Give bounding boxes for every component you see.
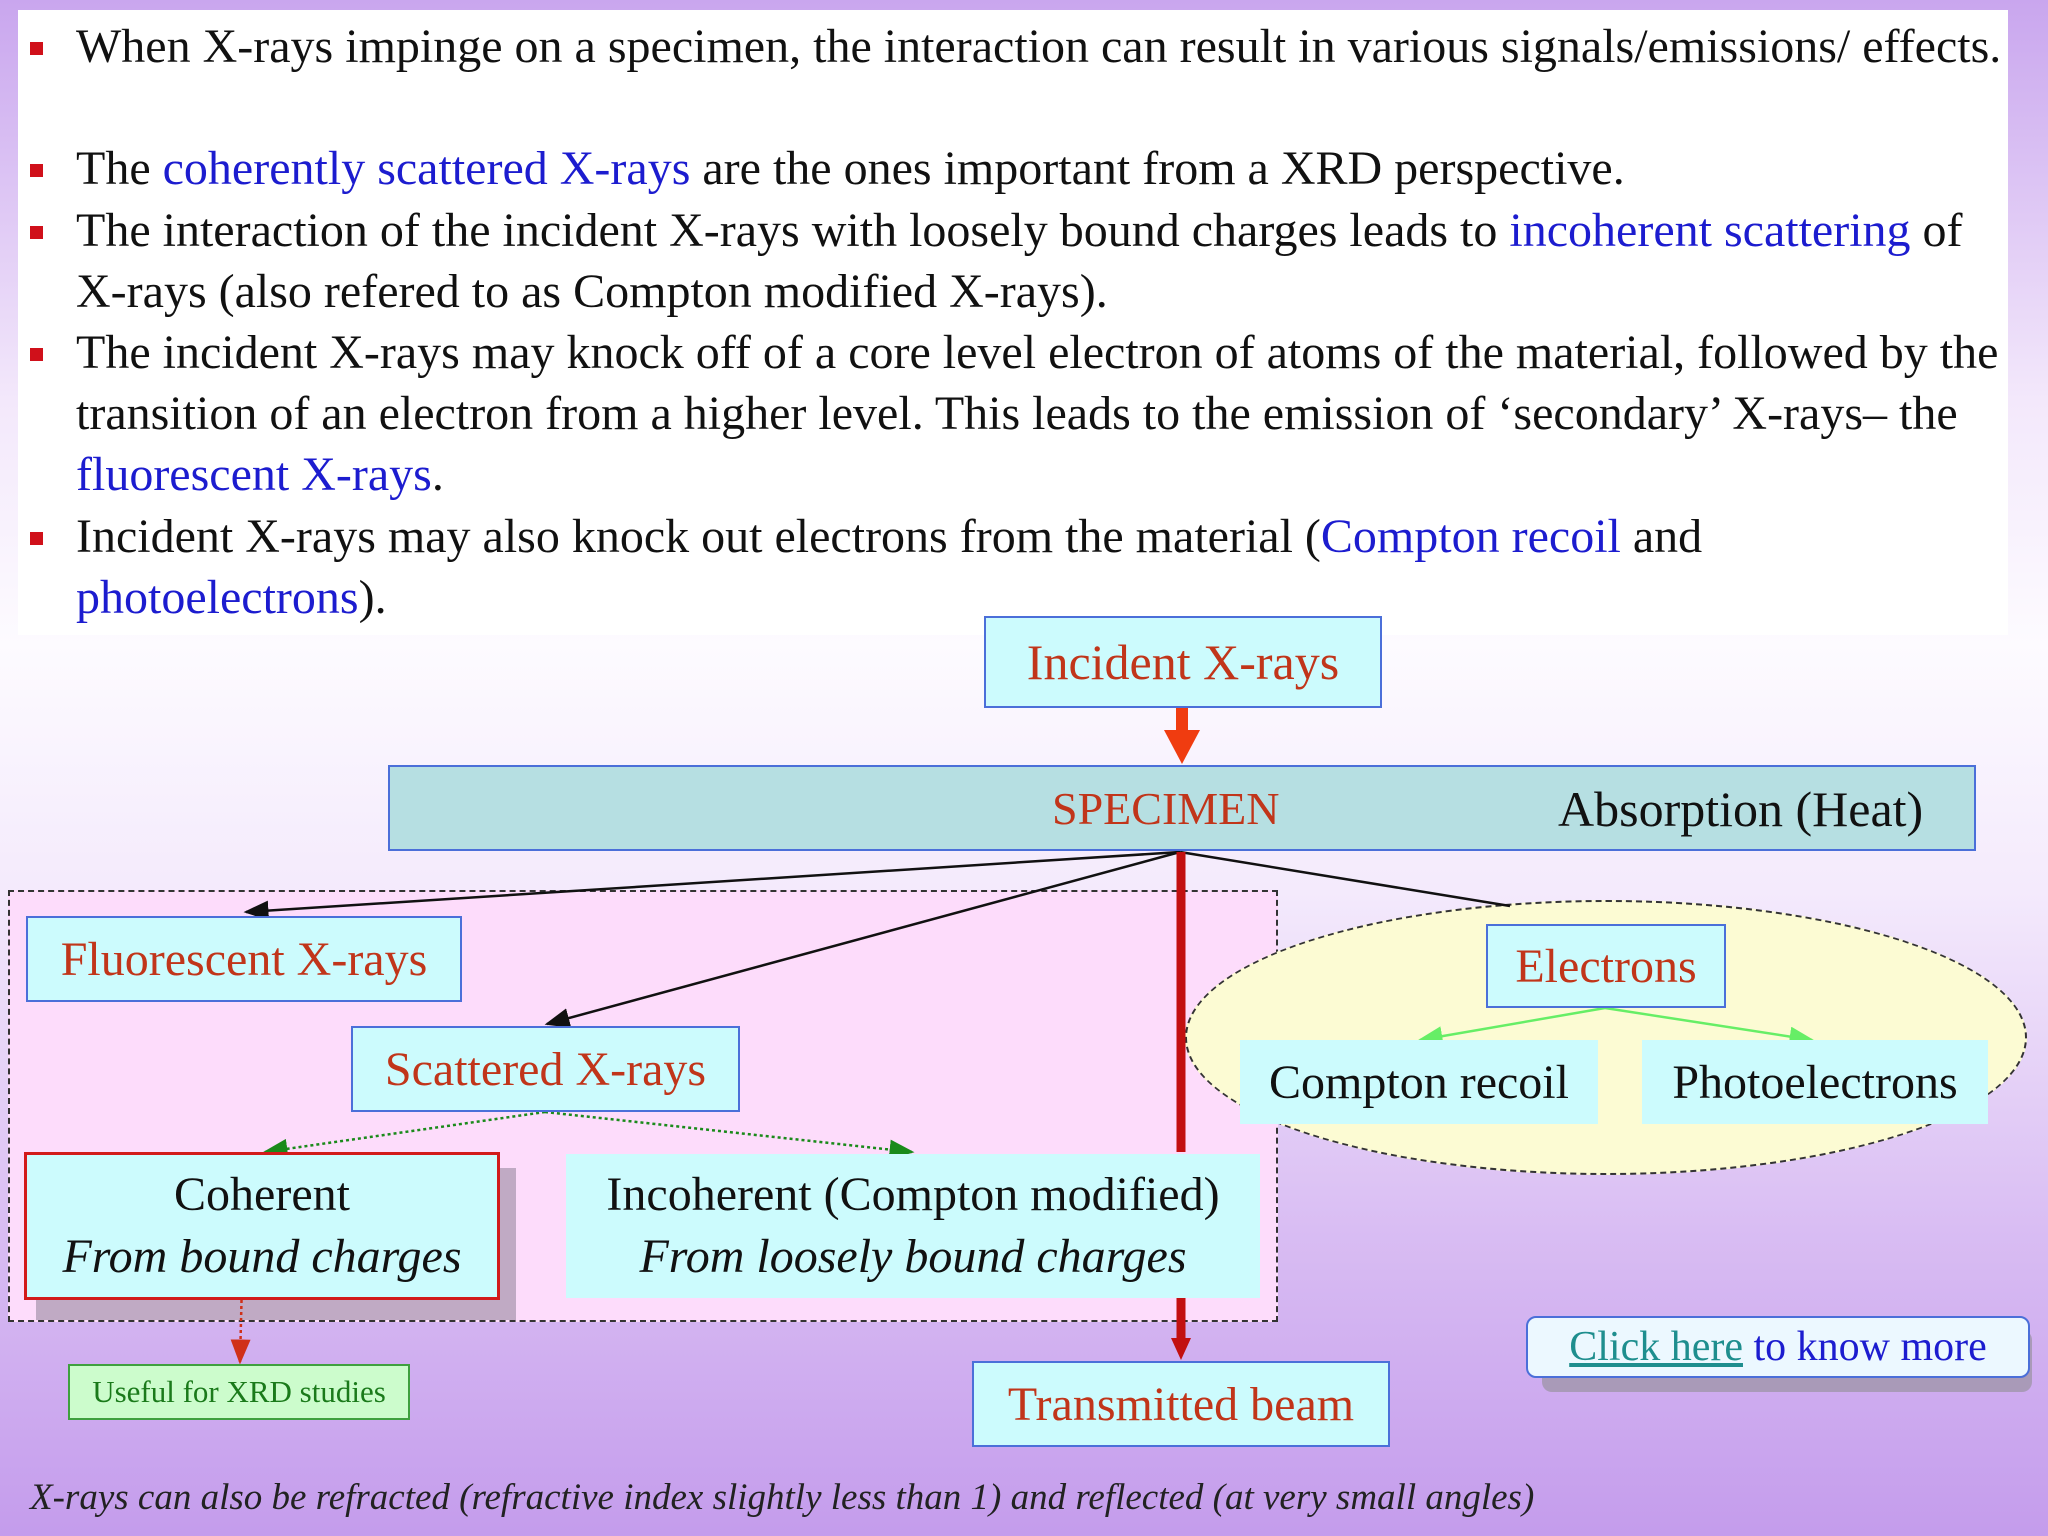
- click-here-link[interactable]: Click here: [1569, 1324, 1743, 1370]
- incoherent-box: Incoherent (Compton modified) From loose…: [566, 1154, 1260, 1298]
- compton-recoil-label: Compton recoil: [1269, 1055, 1569, 1109]
- highlighted-term: Compton recoil: [1320, 510, 1621, 563]
- arrow-to-fluorescent: [243, 850, 1181, 921]
- bullet-segment: The: [76, 142, 163, 195]
- arrow-to-coherent: [262, 1110, 546, 1159]
- bullet-text: The interaction of the incident X-rays w…: [76, 200, 2011, 322]
- compton-recoil-box: Compton recoil: [1240, 1040, 1598, 1124]
- photoelectrons-label: Photoelectrons: [1672, 1055, 1958, 1109]
- bullet-segment: and: [1620, 510, 1703, 563]
- bullet-marker: [30, 532, 43, 545]
- arrow-to-compton-recoil: [1417, 1006, 1606, 1047]
- incident-arrow-shaft: [1176, 706, 1188, 731]
- bullet-marker: [30, 164, 43, 177]
- incident-xrays-box: Incident X-rays: [984, 616, 1382, 708]
- bullet-segment: .: [431, 448, 444, 501]
- scattered-xrays-label: Scattered X-rays: [384, 1042, 707, 1096]
- coherent-box: Coherent From bound charges: [24, 1152, 500, 1300]
- bullet-segment: Incident X-rays may also knock out elect…: [76, 510, 1321, 563]
- specimen-box: [388, 765, 1976, 851]
- bullet-marker: [30, 226, 43, 239]
- fluorescent-xrays-box: Fluorescent X-rays: [26, 916, 462, 1002]
- bullet-text: The coherently scattered X-rays are the …: [76, 138, 2011, 199]
- bullet-segment: are the ones important from a XRD perspe…: [690, 142, 1625, 195]
- arrow-to-incoherent: [544, 1110, 915, 1160]
- footer-note: X-rays can also be refracted (refractive…: [30, 1477, 1535, 1518]
- incident-arrow-head: [1164, 730, 1200, 764]
- absorption-label: Absorption (Heat): [1558, 781, 1924, 837]
- coherent-subtitle: From bound charges: [62, 1230, 462, 1283]
- bullet-segment: of X-rays (also refered to as Compton mo…: [76, 204, 1963, 318]
- bullet-segment: The incident X-rays may knock off of a c…: [76, 326, 1999, 440]
- bullet-segment: ).: [358, 571, 387, 624]
- bullet-marker: [30, 348, 43, 361]
- bullet-segment: When X-rays impinge on a specimen, the i…: [76, 20, 2002, 73]
- transmitted-arrow-head: [1171, 1338, 1191, 1360]
- photoelectrons-box: Photoelectrons: [1642, 1040, 1988, 1124]
- specimen-label: SPECIMEN: [1052, 783, 1280, 834]
- transmitted-beam-box: Transmitted beam: [972, 1361, 1390, 1447]
- electrons-label: Electrons: [1515, 939, 1697, 993]
- useful-for-xrd-box: Useful for XRD studies: [68, 1364, 410, 1420]
- incoherent-subtitle: From loosely bound charges: [639, 1230, 1187, 1283]
- arrow-to-scattered: [544, 850, 1181, 1028]
- bullet-text: Incident X-rays may also knock out elect…: [76, 506, 2011, 628]
- know-more-link-box[interactable]: Click here to know more: [1526, 1316, 2030, 1378]
- transmitted-beam-label: Transmitted beam: [1007, 1377, 1355, 1431]
- highlighted-term: fluorescent X-rays: [76, 448, 432, 501]
- highlighted-term: coherently scattered X-rays: [162, 142, 691, 195]
- bullet-text: When X-rays impinge on a specimen, the i…: [76, 16, 2011, 77]
- bullet-text: The incident X-rays may knock off of a c…: [76, 322, 2011, 505]
- arrow-to-photoelectrons: [1604, 1006, 1815, 1047]
- highlighted-term: photoelectrons: [76, 571, 359, 624]
- text-panel: [18, 10, 2008, 635]
- bullet-segment: The interaction of the incident X-rays w…: [76, 204, 1510, 257]
- line-to-electrons: [1179, 850, 1511, 908]
- incoherent-title: Incoherent (Compton modified): [606, 1168, 1220, 1221]
- incident-xrays-label: Incident X-rays: [1026, 634, 1340, 690]
- bullet-marker: [30, 42, 43, 55]
- highlighted-term: incoherent scattering: [1509, 204, 1911, 257]
- fluorescent-xrays-label: Fluorescent X-rays: [60, 932, 428, 986]
- scattered-xrays-box: Scattered X-rays: [351, 1026, 740, 1112]
- know-more-text: to know more: [1742, 1324, 1987, 1370]
- coherent-title: Coherent: [174, 1168, 350, 1221]
- useful-for-xrd-label: Useful for XRD studies: [92, 1374, 386, 1409]
- electrons-box: Electrons: [1486, 924, 1726, 1008]
